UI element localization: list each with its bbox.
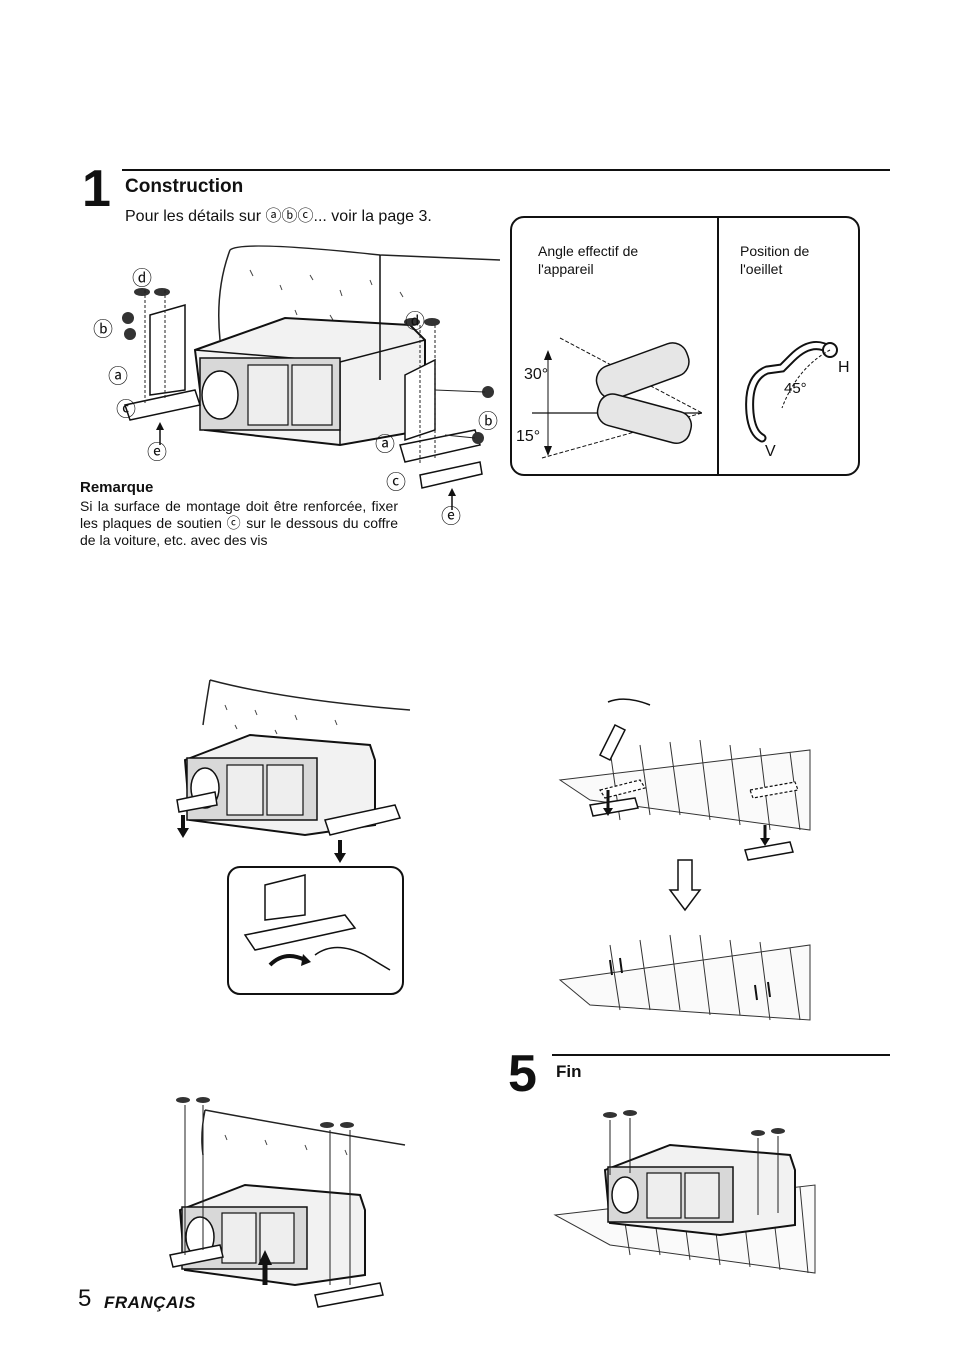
eyelet-position-title: Position de l'oeillet	[740, 243, 810, 277]
eyelet-diagram	[745, 341, 838, 443]
angle-panel: Angle effectif de l'appareil Position de…	[510, 216, 860, 476]
eyelet-h-label: H	[838, 359, 850, 376]
callout-e-right: ⓔ	[441, 506, 461, 528]
drilling-illustration	[558, 698, 811, 1021]
footer-language: FRANÇAIS	[104, 1293, 196, 1312]
callout-e-left: ⓔ	[147, 442, 167, 464]
finished-illustration	[553, 1110, 816, 1274]
eyelet-v-label: V	[765, 443, 776, 460]
callout-c-right: ⓒ	[386, 472, 406, 494]
footer-page-number: 5	[78, 1285, 92, 1312]
placement-illustration	[176, 679, 411, 995]
step-5-rule	[552, 1054, 890, 1056]
step-1-rule	[122, 169, 890, 171]
effective-angle-title: Angle effectif de l'appareil	[538, 243, 639, 277]
angle-diagram	[532, 337, 703, 459]
step-5-number: 5	[508, 1045, 537, 1103]
step-1-subtitle: Pour les détails sur ⓐⓑⓒ... voir la page…	[125, 208, 432, 225]
step-1-number: 1	[82, 160, 111, 218]
callout-d-left: ⓓ	[132, 268, 152, 290]
construction-illustration	[122, 245, 501, 510]
callout-c-left: ⓒ	[116, 399, 136, 421]
callout-b-left: ⓑ	[93, 319, 113, 341]
callout-b-right: ⓑ	[478, 411, 498, 433]
callout-a-left: ⓐ	[108, 366, 128, 388]
callout-d-right: ⓓ	[405, 311, 425, 333]
angle-panel-divider	[717, 218, 719, 474]
note-body: Si la surface de montage doit être renfo…	[80, 498, 398, 548]
angle-down-label: 15°	[516, 428, 541, 445]
fitting-illustration	[169, 1097, 406, 1308]
eyelet-angle-label: 45°	[784, 380, 807, 397]
step-1-title: Construction	[125, 176, 244, 197]
step-5-title: Fin	[556, 1062, 582, 1081]
angle-up-label: 30°	[524, 366, 549, 383]
callout-a-right: ⓐ	[375, 434, 395, 456]
note-title: Remarque	[80, 479, 154, 496]
